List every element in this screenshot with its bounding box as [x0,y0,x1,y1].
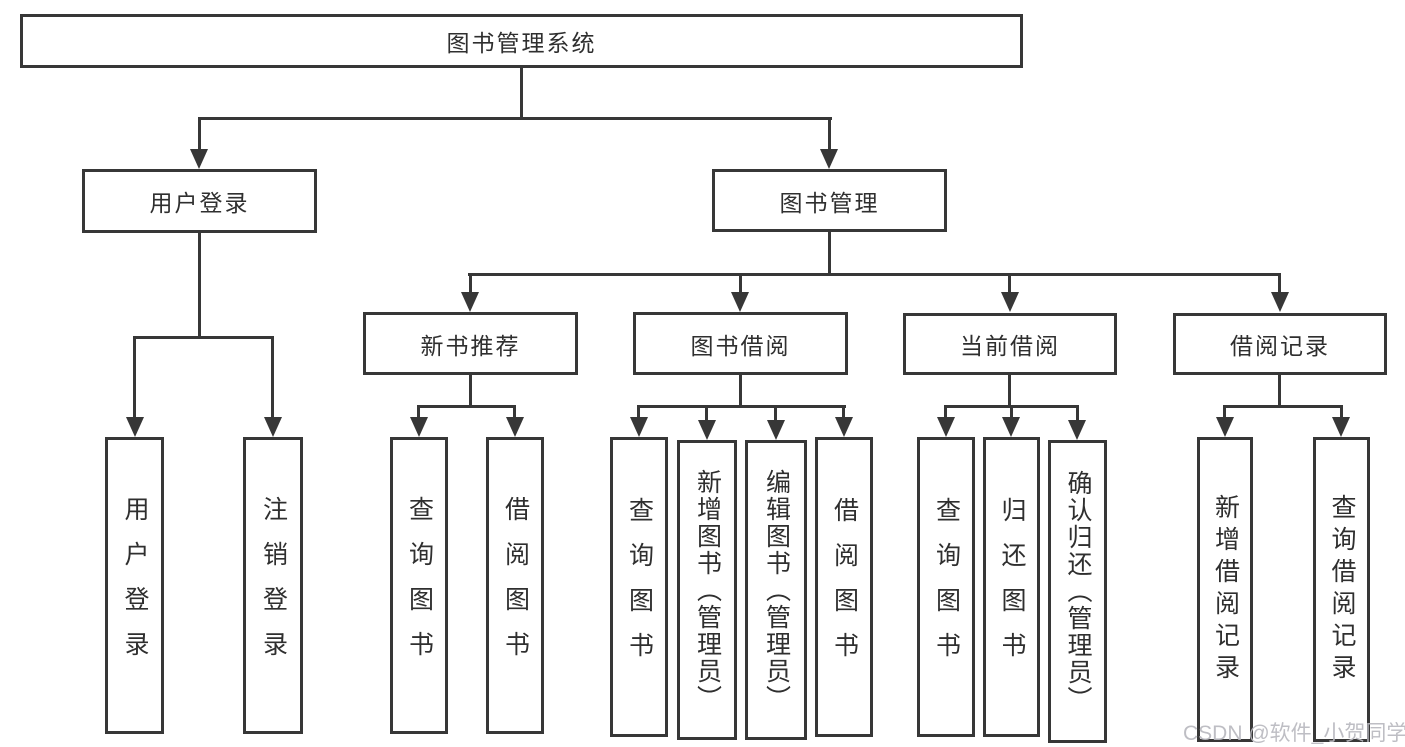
connector-vline [1278,375,1281,408]
connector-vline [198,117,201,151]
node-label: 当前借阅 [960,333,1060,359]
connector-vline [520,68,523,119]
connector-vline [828,117,831,151]
connector-vline [705,405,708,422]
node-return-books: 归还图书 [983,437,1040,737]
node-edit-books-admin: 编辑图书（管理员） [745,440,807,740]
node-borrowing-records: 借阅记录 [1173,313,1387,375]
node-library-management-system: 图书管理系统 [20,14,1023,68]
connector-vline [1223,405,1226,419]
node-current-borrowing: 当前借阅 [903,313,1117,375]
node-label: 注销登录 [259,495,288,676]
arrow-down-icon [767,420,785,440]
arrow-down-icon [506,417,524,437]
connector-hline [468,273,1281,276]
node-label: 查询图书 [625,497,654,677]
node-label: 确认归还（管理员） [1064,470,1092,713]
connector-vline [198,233,201,339]
connector-vline [271,336,274,419]
connector-vline [469,375,472,408]
node-borrow-books-recommend: 借阅图书 [486,437,544,734]
node-label: 新增借阅记录 [1211,493,1240,686]
connector-vline [469,273,472,295]
node-label: 新增图书（管理员） [693,468,722,712]
arrow-down-icon [461,292,479,312]
connector-vline [1076,405,1079,422]
node-label: 查询图书 [932,497,961,677]
node-query-books-recommend: 查询图书 [390,437,448,734]
connector-vline [133,336,136,419]
connector-vline [1010,405,1013,419]
node-label: 借阅图书 [830,497,859,677]
node-user-login-leaf: 用户登录 [105,437,164,734]
connector-vline [828,232,831,276]
connector-vline [1008,273,1011,295]
node-label: 图书管理系统 [446,30,597,56]
connector-vline [1278,273,1281,295]
connector-vline [842,405,845,419]
connector-vline [739,375,742,408]
connector-hline [417,405,516,408]
node-query-books-current: 查询图书 [917,437,975,737]
node-label: 图书管理 [779,189,880,216]
node-query-borrow-record: 查询借阅记录 [1313,437,1370,742]
node-add-books-admin: 新增图书（管理员） [677,440,737,740]
connector-hline [198,117,832,120]
node-logout: 注销登录 [243,437,303,734]
arrow-down-icon [937,417,955,437]
arrow-down-icon [190,149,208,169]
connector-vline [637,405,640,419]
node-borrow-books-borrowing: 借阅图书 [815,437,873,737]
connector-vline [1008,375,1011,408]
arrow-down-icon [1216,417,1234,437]
node-label: 用户登录 [149,190,250,216]
arrow-down-icon [630,417,648,437]
connector-hline [133,336,274,339]
node-add-borrow-record: 新增借阅记录 [1197,437,1253,742]
connector-vline [739,273,742,295]
node-label: 归还图书 [998,497,1026,677]
arrow-down-icon [264,417,282,437]
connector-hline [1223,405,1343,408]
node-label: 查询借阅记录 [1328,493,1356,686]
node-label: 图书借阅 [690,332,791,359]
node-label: 借阅图书 [501,495,530,676]
connector-vline [417,405,420,419]
arrow-down-icon [1001,292,1019,312]
arrow-down-icon [1002,417,1020,437]
node-user-login: 用户登录 [82,169,317,233]
connector-vline [1340,405,1343,419]
csdn-watermark: CSDN @软件_小贺同学 [1183,722,1405,745]
arrow-down-icon [835,417,853,437]
node-label: 用户登录 [121,495,149,676]
node-book-borrowing: 图书借阅 [633,312,848,375]
arrow-down-icon [698,420,716,440]
connector-hline [637,405,846,408]
node-label: 新书推荐 [420,332,521,359]
node-new-book-recommendation: 新书推荐 [363,312,578,375]
node-confirm-return-admin: 确认归还（管理员） [1048,440,1107,743]
node-label: 借阅记录 [1230,333,1330,359]
node-label: 编辑图书（管理员） [762,468,791,712]
node-label: 查询图书 [405,495,434,676]
arrow-down-icon [731,292,749,312]
arrow-down-icon [1332,417,1350,437]
node-book-management: 图书管理 [712,169,947,232]
arrow-down-icon [410,417,428,437]
arrow-down-icon [1068,420,1086,440]
connector-vline [513,405,516,419]
arrow-down-icon [1271,292,1289,312]
arrow-down-icon [820,149,838,169]
connector-vline [774,405,777,422]
arrow-down-icon [126,417,144,437]
node-query-books-borrowing: 查询图书 [610,437,668,737]
connector-vline [944,405,947,419]
